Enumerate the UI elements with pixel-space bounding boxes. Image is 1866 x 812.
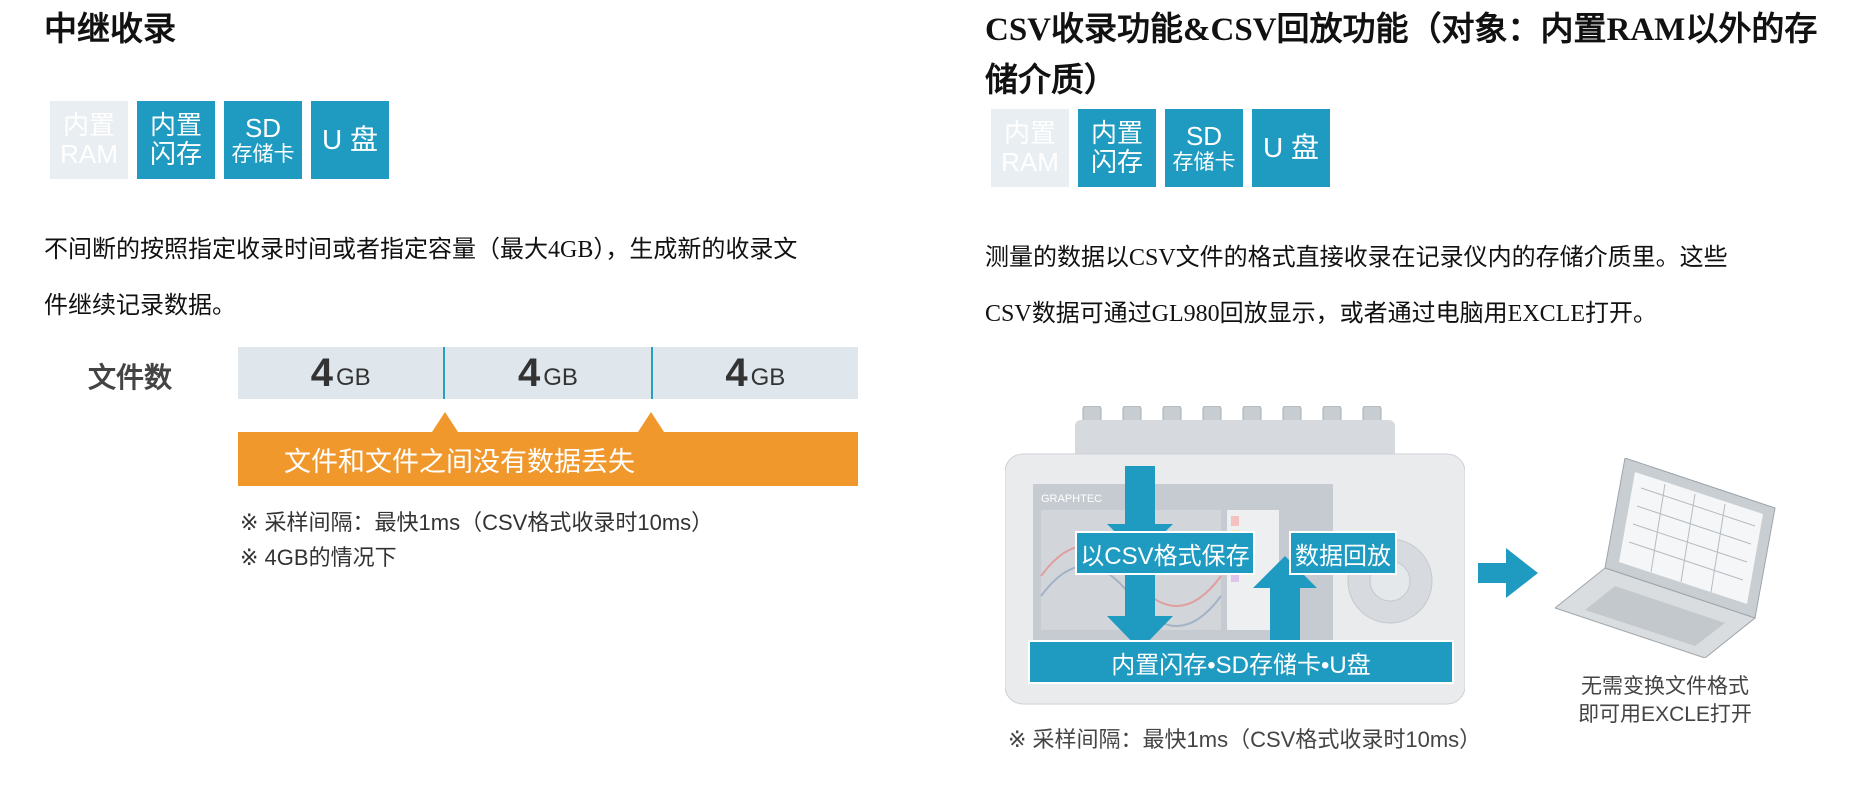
badge-sd-card: SD 存储卡 bbox=[1165, 109, 1243, 187]
segment-value: 4 bbox=[518, 350, 541, 395]
badge-line: U 盘 bbox=[1262, 132, 1319, 164]
badge-internal-ram: 内置 RAM bbox=[50, 101, 128, 179]
badge-line: U 盘 bbox=[321, 124, 378, 156]
caption-line: 无需变换文件格式 bbox=[1581, 675, 1749, 698]
description-line: 不间断的按照指定收录时间或者指定容量（最大4GB），生成新的收录文 bbox=[44, 237, 798, 263]
laptop-icon bbox=[1555, 458, 1776, 658]
description-line: 测量的数据以CSV文件的格式直接收录在记录仪内的存储介质里。这些 bbox=[985, 245, 1728, 271]
badge-internal-ram: 内置 RAM bbox=[991, 109, 1069, 187]
badge-line: 内置 bbox=[1003, 117, 1056, 148]
description-line: CSV数据可通过GL980回放显示，或者通过电脑用EXCLE打开。 bbox=[985, 301, 1657, 327]
badge-line: 存储卡 bbox=[231, 142, 295, 166]
boundary-pointer bbox=[432, 412, 458, 432]
storage-badges: 内置 RAM 内置 闪存 SD 存储卡 U 盘 bbox=[991, 109, 1330, 187]
badge-sd-card: SD 存储卡 bbox=[224, 101, 302, 179]
badge-line: RAM bbox=[60, 139, 118, 169]
caption-line: 即可用EXCLE打开 bbox=[1578, 703, 1752, 726]
section-title: CSV收录功能&CSV回放功能（对象：内置RAM以外的存储介质） bbox=[985, 12, 1818, 99]
badge-line: RAM bbox=[1001, 147, 1059, 177]
badge-usb: U 盘 bbox=[311, 101, 389, 179]
capacity-note: ※ 4GB的情况下 bbox=[240, 545, 397, 570]
sampling-note: ※ 采样间隔：最快1ms（CSV格式收录时10ms） bbox=[1008, 727, 1482, 752]
badge-line: 内置 bbox=[149, 109, 202, 140]
segment-value: 4 bbox=[725, 350, 748, 395]
data-playback-label: 数据回放 bbox=[1289, 531, 1397, 575]
badge-line: 闪存 bbox=[149, 139, 202, 169]
sampling-note: ※ 采样间隔：最快1ms（CSV格式收录时10ms） bbox=[240, 510, 714, 535]
device-brand: GRAPHTEC bbox=[1041, 493, 1102, 505]
description: 测量的数据以CSV文件的格式直接收录在记录仪内的存储介质里。这些 CSV数据可通… bbox=[985, 230, 1855, 342]
badge-internal-flash: 内置 闪存 bbox=[1078, 109, 1156, 187]
badge-line: 存储卡 bbox=[1172, 150, 1236, 174]
segment-unit: GB bbox=[750, 364, 786, 391]
segment-value: 4 bbox=[310, 350, 333, 395]
description-line: 件继续记录数据。 bbox=[44, 293, 236, 319]
description: 不间断的按照指定收录时间或者指定容量（最大4GB），生成新的收录文 件继续记录数… bbox=[44, 222, 944, 334]
files-count-label: 文件数 bbox=[88, 362, 173, 393]
segment-unit: GB bbox=[543, 364, 578, 391]
badge-line: 闪存 bbox=[1090, 147, 1143, 177]
badge-line: 内置 bbox=[1090, 117, 1143, 148]
boundary-pointer bbox=[638, 412, 664, 432]
badge-line: SD bbox=[244, 112, 282, 143]
laptop-caption: 无需变换文件格式 即可用EXCLE打开 bbox=[1565, 673, 1765, 729]
badge-internal-flash: 内置 闪存 bbox=[137, 101, 215, 179]
badge-usb: U 盘 bbox=[1252, 109, 1330, 187]
badge-line: SD bbox=[1185, 120, 1223, 151]
save-as-csv-label: 以CSV格式保存 bbox=[1075, 531, 1255, 575]
storage-badges: 内置 RAM 内置 闪存 SD 存储卡 U 盘 bbox=[50, 101, 389, 179]
badge-line: 内置 bbox=[62, 109, 115, 140]
right-arrow-icon bbox=[1478, 548, 1538, 598]
no-data-loss-bar: 文件和文件之间没有数据丢失 bbox=[238, 432, 858, 486]
storage-media-label: 内置闪存•SD存储卡•U盘 bbox=[1028, 640, 1454, 684]
section-title: 中继收录 bbox=[44, 12, 176, 48]
segment-unit: GB bbox=[335, 364, 371, 391]
